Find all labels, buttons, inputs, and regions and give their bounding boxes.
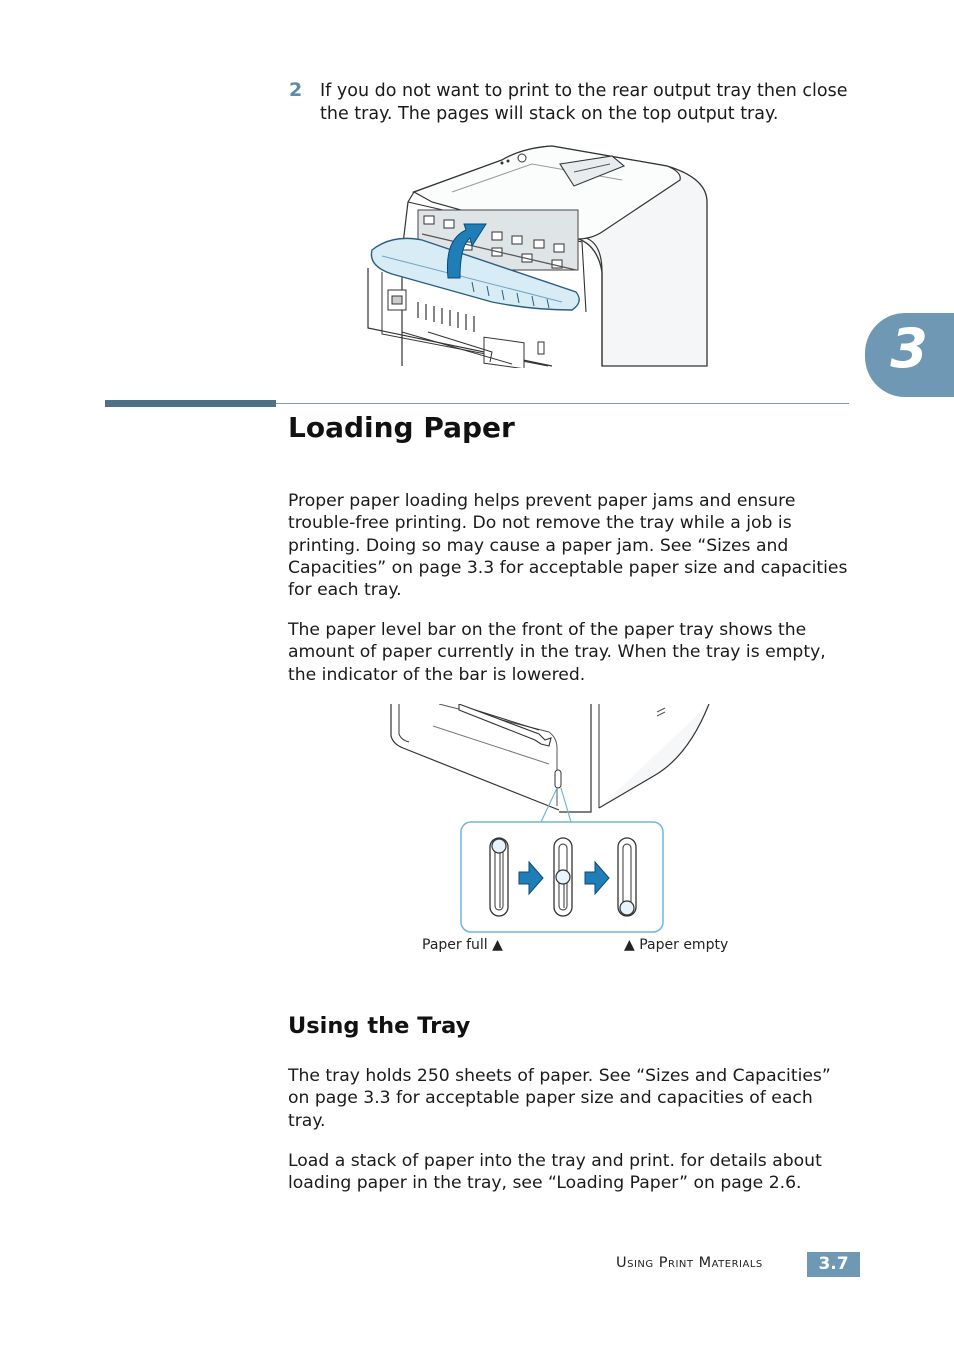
section-paragraph-1: Proper paper loading helps prevent paper… (288, 491, 848, 601)
paper-level-indicator (491, 838, 507, 854)
step-number: 2 (289, 79, 303, 101)
paper-level-indicator (555, 869, 571, 885)
section-paragraph-2: The paper level bar on the front of the … (288, 620, 826, 685)
arrow-right-icon (584, 860, 610, 896)
page-number-badge: 3.7 (807, 1252, 860, 1277)
subsection-paragraph-1: The tray holds 250 sheets of paper. See … (288, 1066, 831, 1131)
subsection-paragraph-2: Load a stack of paper into the tray and … (288, 1151, 822, 1194)
caption-paper-empty: ▲ Paper empty (624, 937, 729, 953)
paper-level-illustration (390, 704, 710, 933)
caption-paper-full: Paper full ▲ (422, 937, 503, 953)
chapter-number: 3 (890, 317, 928, 380)
arrow-right-icon (518, 860, 544, 896)
section-rule-thin (276, 403, 849, 404)
printer-rear-tray-illustration (367, 145, 708, 368)
chapter-tab: 3 (865, 313, 954, 397)
step-text: If you do not want to print to the rear … (320, 81, 848, 124)
footer-chapter-title-text: Using Print Materials (616, 1255, 763, 1271)
section-rule-thick (105, 400, 276, 407)
section-title: Loading Paper (288, 411, 515, 444)
paper-level-track (494, 843, 504, 911)
paper-level-track (622, 843, 632, 911)
footer-chapter-title: Using Print Materials (616, 1255, 763, 1271)
subsection-title: Using the Tray (288, 1013, 471, 1039)
paper-level-indicator (619, 900, 635, 916)
